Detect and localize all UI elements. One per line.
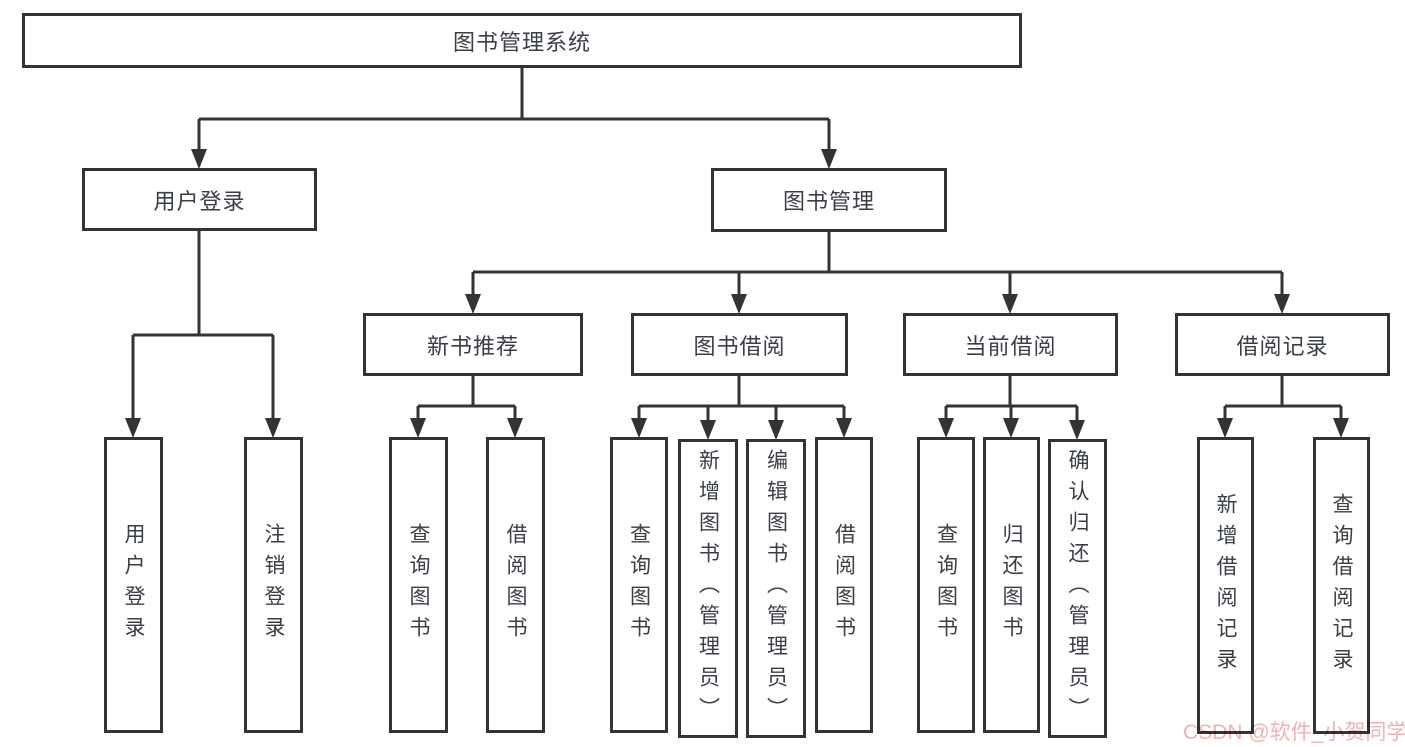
csdn-watermark: CSDN @软件_小贺同学 — [1183, 721, 1405, 744]
leaf-label: 归还图书 — [1000, 523, 1024, 647]
node-new-book-recommend: 新书推荐 — [363, 313, 583, 376]
leaf-borrow-query-books: 查询图书 — [610, 437, 668, 733]
node-current-borrow: 当前借阅 — [903, 313, 1118, 376]
leaf-user-login: 用户登录 — [104, 437, 163, 733]
connector-new-book-recommend-to-leaves — [410, 375, 523, 438]
leaf-label: 确认归还（管理员） — [1066, 449, 1090, 728]
leaf-borrow-borrow-books: 借阅图书 — [815, 437, 873, 733]
leaf-label: 借阅图书 — [504, 523, 528, 647]
connector-user-login-to-leaves — [125, 231, 281, 438]
leaf-logout: 注销登录 — [244, 437, 303, 733]
leaf-label: 查询图书 — [934, 523, 958, 647]
leaf-label: 新增借阅记录 — [1214, 492, 1238, 679]
connector-book-management-to-level3 — [465, 232, 1290, 314]
leaf-newbook-query-books: 查询图书 — [389, 437, 448, 733]
node-borrow-records: 借阅记录 — [1175, 313, 1390, 376]
leaf-label: 借阅图书 — [832, 523, 856, 647]
node-user-login: 用户登录 — [82, 168, 317, 231]
node-library-system-root: 图书管理系统 — [22, 13, 1022, 68]
leaf-records-add-record: 新增借阅记录 — [1197, 437, 1254, 734]
node-book-borrow: 图书借阅 — [631, 313, 848, 376]
leaf-borrow-edit-books-admin: 编辑图书（管理员） — [746, 439, 806, 738]
connector-borrow-records-to-leaves — [1217, 375, 1349, 438]
connector-root-to-level2 — [191, 66, 837, 169]
leaf-current-query-books: 查询图书 — [917, 437, 975, 733]
leaf-borrow-add-books-admin: 新增图书（管理员） — [678, 439, 738, 738]
leaf-newbook-borrow-books: 借阅图书 — [486, 437, 545, 733]
connector-current-borrow-to-leaves — [938, 375, 1085, 440]
leaf-current-confirm-return-admin: 确认归还（管理员） — [1048, 439, 1107, 738]
leaf-label: 查询图书 — [627, 523, 651, 647]
leaf-label: 查询图书 — [407, 523, 431, 647]
leaf-label: 用户登录 — [122, 523, 146, 647]
connector-book-borrow-to-leaves — [631, 375, 852, 440]
node-book-management: 图书管理 — [711, 168, 947, 232]
leaf-label: 编辑图书（管理员） — [764, 449, 788, 728]
leaf-current-return-books: 归还图书 — [983, 437, 1040, 733]
leaf-label: 查询借阅记录 — [1330, 492, 1354, 679]
leaf-label: 注销登录 — [262, 523, 286, 647]
leaf-label: 新增图书（管理员） — [696, 449, 720, 728]
leaf-records-query-record: 查询借阅记录 — [1313, 437, 1370, 734]
